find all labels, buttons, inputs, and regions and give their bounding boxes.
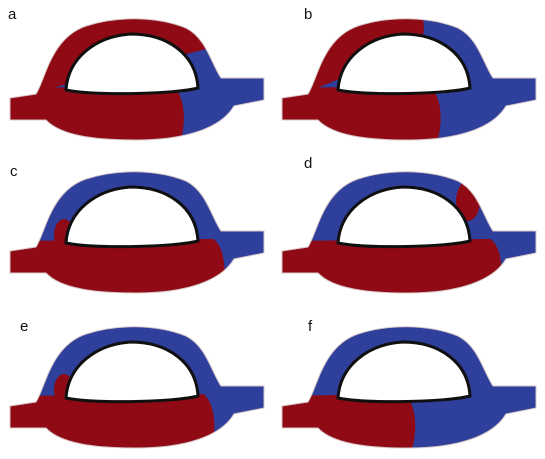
vessel-diagram-c bbox=[0, 155, 272, 305]
panel-label-f: f bbox=[308, 318, 312, 335]
panel-d: d bbox=[272, 155, 545, 305]
panel-c: c bbox=[0, 155, 272, 305]
panel-f: f bbox=[272, 310, 545, 459]
panel-e: e bbox=[0, 310, 272, 459]
panel-b: b bbox=[272, 0, 545, 150]
vessel-diagram-f bbox=[272, 310, 545, 459]
panel-label-c: c bbox=[10, 163, 18, 180]
red-region bbox=[6, 394, 214, 456]
vessel-diagram-a bbox=[0, 0, 272, 150]
panel-label-e: e bbox=[20, 318, 28, 335]
panel-label-d: d bbox=[304, 155, 312, 172]
panel-label-b: b bbox=[304, 6, 312, 23]
vessel-group bbox=[278, 316, 540, 456]
vessel-diagram-d bbox=[272, 155, 545, 305]
vessel-group bbox=[6, 161, 268, 301]
vessel-group bbox=[6, 316, 268, 456]
vessel-diagram-e bbox=[0, 310, 272, 459]
red-region bbox=[278, 239, 502, 301]
vessel-group bbox=[278, 8, 540, 148]
panel-label-a: a bbox=[8, 6, 16, 23]
vessel-diagram-b bbox=[272, 0, 545, 150]
red-region bbox=[6, 239, 224, 301]
panel-a: a bbox=[0, 0, 272, 150]
vessel-group bbox=[278, 161, 540, 301]
red-region bbox=[6, 86, 184, 148]
vessel-group bbox=[6, 8, 268, 148]
